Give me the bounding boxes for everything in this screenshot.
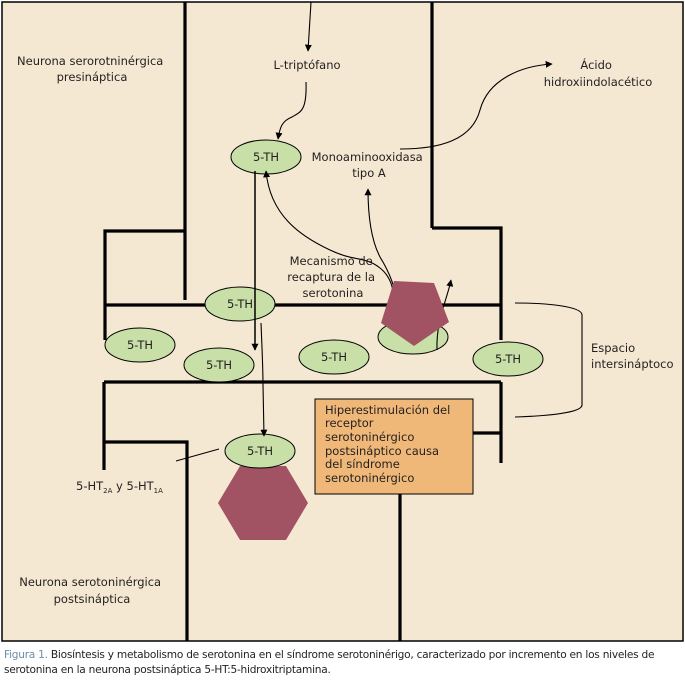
synaptic-space-label: Espacio intersináptoco [591,341,674,371]
arrow-reuptake-to-presynaptic [263,170,398,311]
svg-text:Hiperestimulación del re: Hiperestimulación del receptor serotonin… [325,403,454,485]
caption-text: Biosíntesis y metabolismo de serotonina … [4,649,655,676]
serotonin-molecule-receptor-bound: 5-TH [224,433,296,469]
arrow-precursor-to-synthesis [275,81,307,140]
synaptic-space-bracket [514,302,583,418]
precursor-label: L-triptófano [273,58,340,72]
serotonin-label: 5-TH [227,297,253,311]
serotonin-molecule-cleft-1: 5-TH [104,327,176,363]
serotonin-label: 5-TH [127,338,153,352]
serotonin-ellipse [104,327,176,363]
reuptake-mechanism-label: Mecanismo de recaptura de la serotonina [287,254,378,300]
serotonin-label: 5-TH [321,350,347,364]
metabolite-label: Ácido hidroxiindolacético [544,57,652,89]
serotonin-label: 5-TH [495,352,521,366]
presynaptic-neuron-label: Neurona serorotninérgica presináptica [17,54,167,84]
postsynaptic-neuron-label: Neurona serotoninérgica postsináptica [19,575,165,606]
serotonin-molecule-cleft-4: 5-TH [472,341,544,377]
serotonin-ellipse [224,433,296,469]
enzyme-label: Monoaminooxidasa tipo A [312,150,427,180]
figure-caption: Figura 1. Biosíntesis y metabolismo de s… [4,648,684,678]
pathway-arrows [175,1,553,462]
serotonin-molecule-presynaptic-synthesis: 5-TH [230,139,302,175]
serotonin-label: 5-TH [253,150,279,164]
serotonin-ellipse [298,339,370,375]
hyperstimulation-callout: Hiperestimulación del receptor serotonin… [314,398,474,495]
postsynaptic-membrane [102,380,503,641]
arrow-precursor-in [304,1,312,52]
serotonin-molecule-cleft-2: 5-TH [183,347,255,383]
reuptake-transporter-pentagon-front [381,281,449,346]
arrow-to-receptor [260,322,268,437]
arrow-enzyme-to-metabolite [399,60,553,150]
serotonin-molecule-cleft-3: 5-TH [298,339,370,375]
receptor-subtypes-label: 5-HT2A y 5-HT1A [76,479,163,495]
serotonin-label: 5-TH [247,444,273,458]
postsynaptic-receptor-hexagon [218,466,308,540]
receptor-pointer-line [175,448,220,462]
serotonin-molecule-release-site: 5-TH [204,286,276,322]
figure-label: Figura 1. [4,649,48,661]
serotonin-ellipse [183,347,255,383]
serotonin-ellipse [472,341,544,377]
serotonin-ellipse [204,286,276,322]
serotonin-label: 5-TH [206,358,232,372]
diagram-background [1,1,684,642]
